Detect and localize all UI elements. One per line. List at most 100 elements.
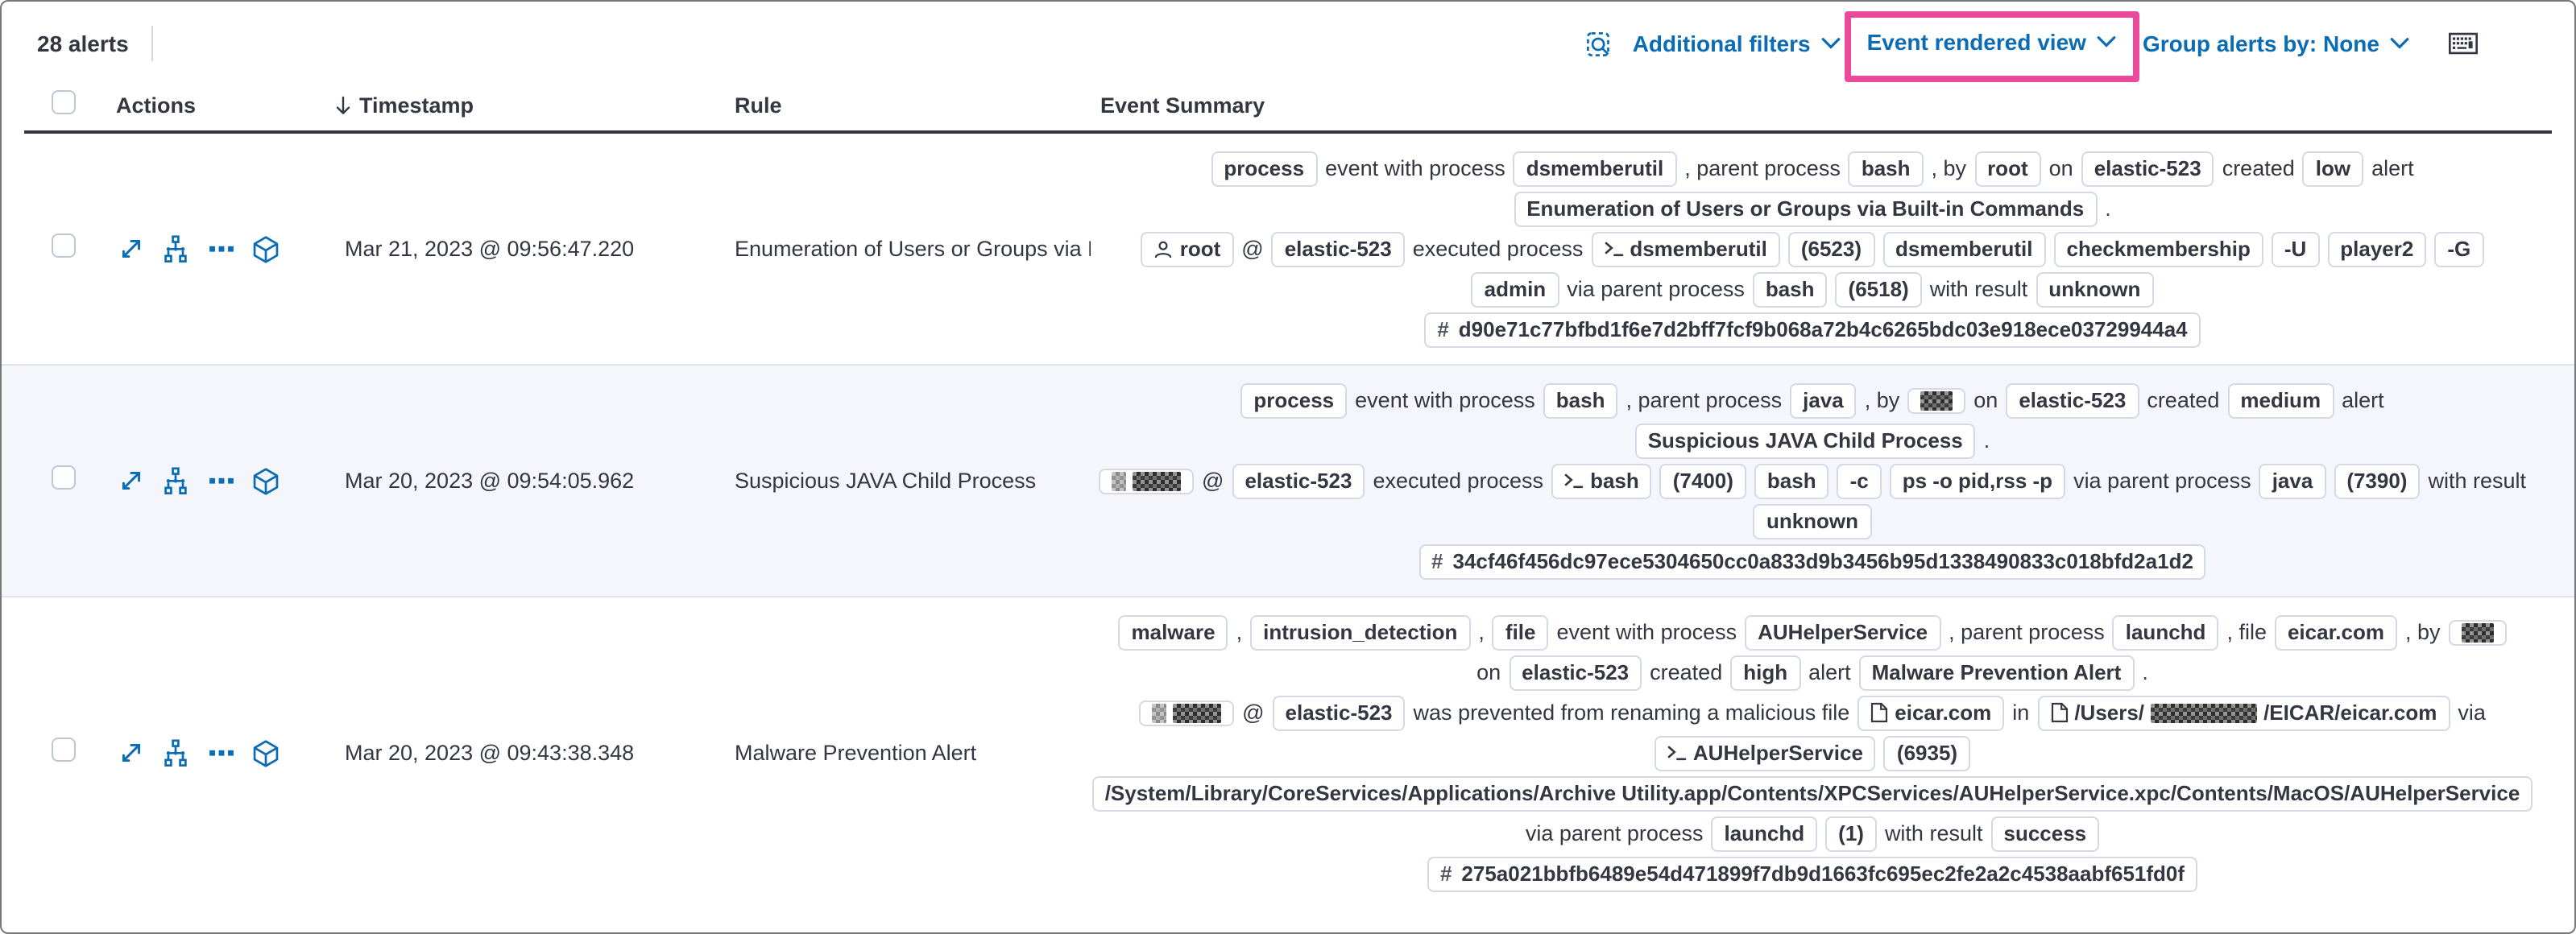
event-field-badge[interactable]: (7400) bbox=[1659, 463, 1746, 498]
event-field-badge[interactable]: checkmembership bbox=[2053, 231, 2263, 267]
event-rendered-view-selector[interactable]: Event rendered view bbox=[1867, 29, 2117, 55]
event-field-badge[interactable]: elastic-523 bbox=[2006, 382, 2139, 418]
event-field-badge[interactable]: low bbox=[2302, 151, 2364, 186]
event-field-badge[interactable]: Malware Prevention Alert bbox=[1858, 655, 2135, 690]
badge-value: bash bbox=[1555, 387, 1605, 411]
event-field-badge[interactable]: process bbox=[1240, 382, 1348, 418]
event-field-badge[interactable]: bash bbox=[1752, 271, 1828, 307]
event-field-badge[interactable]: elastic-523 bbox=[1272, 695, 1406, 730]
event-field-badge[interactable]: /System/Library/CoreServices/Application… bbox=[1091, 775, 2533, 811]
row-checkbox[interactable] bbox=[52, 233, 76, 257]
event-field-badge[interactable]: elastic-523 bbox=[1232, 463, 1365, 498]
event-field-badge[interactable]: /Users//EICAR/eicar.com bbox=[2037, 695, 2450, 730]
expand-alert-button[interactable] bbox=[116, 738, 145, 767]
event-field-badge[interactable]: admin bbox=[1471, 271, 1559, 307]
event-field-badge[interactable]: Suspicious JAVA Child Process bbox=[1634, 423, 1976, 458]
analyze-event-button[interactable] bbox=[161, 738, 190, 767]
investigate-in-timeline-button[interactable] bbox=[251, 234, 280, 263]
event-field-badge[interactable]: (7390) bbox=[2334, 463, 2421, 498]
redacted-value bbox=[2151, 703, 2258, 722]
event-field-badge[interactable] bbox=[2448, 619, 2507, 645]
event-field-badge[interactable]: eicar.com bbox=[2274, 614, 2397, 650]
event-field-badge[interactable]: player2 bbox=[2327, 231, 2427, 267]
summary-text: on bbox=[1973, 388, 1998, 412]
event-field-badge[interactable]: #34cf46f456dc97ece5304650cc0a833d9b3456b… bbox=[1418, 543, 2206, 579]
event-field-badge[interactable]: eicar.com bbox=[1857, 695, 2005, 730]
event-field-badge[interactable]: process bbox=[1211, 151, 1318, 186]
event-field-badge[interactable]: file bbox=[1492, 614, 1549, 650]
group-alerts-by-button[interactable]: Group alerts by: None bbox=[2143, 31, 2410, 56]
event-field-badge[interactable]: unknown bbox=[2036, 271, 2154, 307]
alert-row: Mar 21, 2023 @ 09:56:47.220 Enumeration o… bbox=[2, 134, 2574, 364]
event-field-badge[interactable]: bash bbox=[1848, 151, 1924, 186]
event-field-badge[interactable]: elastic-523 bbox=[1509, 655, 1642, 690]
event-field-badge[interactable]: dsmemberutil bbox=[1513, 151, 1677, 186]
keyboard-shortcuts-icon[interactable] bbox=[2449, 29, 2478, 58]
event-field-badge[interactable] bbox=[1099, 468, 1194, 494]
column-header-timestamp[interactable]: Timestamp bbox=[333, 93, 723, 117]
event-field-badge[interactable]: bash bbox=[1754, 463, 1829, 498]
chevron-down-icon bbox=[2097, 36, 2116, 48]
event-field-badge[interactable] bbox=[1139, 700, 1235, 725]
expand-alert-button[interactable] bbox=[116, 234, 145, 263]
inspect-icon[interactable] bbox=[1584, 29, 1613, 58]
row-checkbox[interactable] bbox=[52, 465, 76, 489]
event-field-badge[interactable]: #d90e71c77bfbd1f6e7d2bff7fcf9b068a72b4c6… bbox=[1424, 312, 2201, 347]
badge-value: /EICAR/eicar.com bbox=[2263, 700, 2437, 724]
more-actions-button[interactable] bbox=[206, 466, 235, 495]
badge-value: -U bbox=[2284, 236, 2307, 260]
event-field-badge[interactable]: elastic-523 bbox=[1271, 231, 1405, 267]
event-field-badge[interactable]: -c bbox=[1837, 463, 1882, 498]
row-checkbox[interactable] bbox=[52, 737, 76, 761]
row-checkbox-cell bbox=[2, 465, 105, 497]
event-field-badge[interactable]: high bbox=[1730, 655, 1801, 690]
event-field-badge[interactable]: elastic-523 bbox=[2081, 151, 2214, 186]
event-field-badge[interactable]: ps -o pid,rss -p bbox=[1889, 463, 2066, 498]
event-field-badge[interactable]: root bbox=[1141, 231, 1234, 267]
select-all-checkbox[interactable] bbox=[52, 90, 76, 114]
event-field-badge[interactable]: java bbox=[1790, 382, 1857, 418]
event-field-badge[interactable]: #275a021bbfb6489e54d471899f7db9d1663fc69… bbox=[1427, 856, 2198, 891]
event-field-badge[interactable] bbox=[1907, 387, 1966, 413]
event-field-badge[interactable]: success bbox=[1990, 816, 2100, 851]
more-actions-button[interactable] bbox=[206, 738, 235, 767]
event-field-badge[interactable]: launchd bbox=[1711, 816, 1818, 851]
more-actions-button[interactable] bbox=[206, 234, 235, 263]
event-field-badge[interactable]: dsmemberutil bbox=[1591, 231, 1780, 267]
badge-value: elastic-523 bbox=[1245, 468, 1352, 492]
badge-value: checkmembership bbox=[2066, 236, 2251, 260]
summary-text: @ bbox=[1202, 469, 1224, 493]
analyze-event-button[interactable] bbox=[161, 466, 190, 495]
summary-text: on bbox=[1476, 660, 1501, 684]
timestamp-cell: Mar 21, 2023 @ 09:56:47.220 bbox=[345, 237, 635, 261]
event-field-badge[interactable]: -G bbox=[2434, 231, 2484, 267]
event-field-badge[interactable]: root bbox=[1974, 151, 2041, 186]
summary-text: executed process bbox=[1412, 237, 1584, 261]
investigate-in-timeline-button[interactable] bbox=[251, 738, 280, 767]
event-field-badge[interactable]: malware bbox=[1118, 614, 1228, 650]
event-field-badge[interactable]: medium bbox=[2227, 382, 2334, 418]
column-header-rule: Rule bbox=[735, 93, 782, 117]
additional-filters-button[interactable]: Additional filters bbox=[1633, 31, 1841, 56]
event-field-badge[interactable]: AUHelperService bbox=[1654, 735, 1876, 771]
event-field-badge[interactable]: bash bbox=[1543, 382, 1618, 418]
investigate-in-timeline-button[interactable] bbox=[251, 466, 280, 495]
event-field-badge[interactable]: launchd bbox=[2112, 614, 2219, 650]
event-field-badge[interactable]: bash bbox=[1551, 463, 1652, 498]
analyze-event-button[interactable] bbox=[161, 234, 190, 263]
event-field-badge[interactable]: intrusion_detection bbox=[1250, 614, 1471, 650]
event-field-badge[interactable]: (6523) bbox=[1787, 231, 1874, 267]
event-field-badge[interactable]: dsmemberutil bbox=[1882, 231, 2046, 267]
event-field-badge[interactable]: (1) bbox=[1825, 816, 1877, 851]
event-field-badge[interactable]: -U bbox=[2271, 231, 2320, 267]
event-field-badge[interactable]: (6518) bbox=[1835, 271, 1922, 307]
event-field-badge[interactable]: AUHelperService bbox=[1745, 614, 1941, 650]
event-field-badge[interactable]: (6935) bbox=[1883, 735, 1971, 771]
event-field-badge[interactable]: unknown bbox=[1753, 503, 1872, 539]
more-actions-icon bbox=[207, 235, 234, 262]
expand-alert-button[interactable] bbox=[116, 466, 145, 495]
event-field-badge[interactable]: java bbox=[2259, 463, 2326, 498]
event-field-badge[interactable]: Enumeration of Users or Groups via Built… bbox=[1514, 191, 2098, 226]
badge-value: elastic-523 bbox=[1284, 236, 1392, 260]
